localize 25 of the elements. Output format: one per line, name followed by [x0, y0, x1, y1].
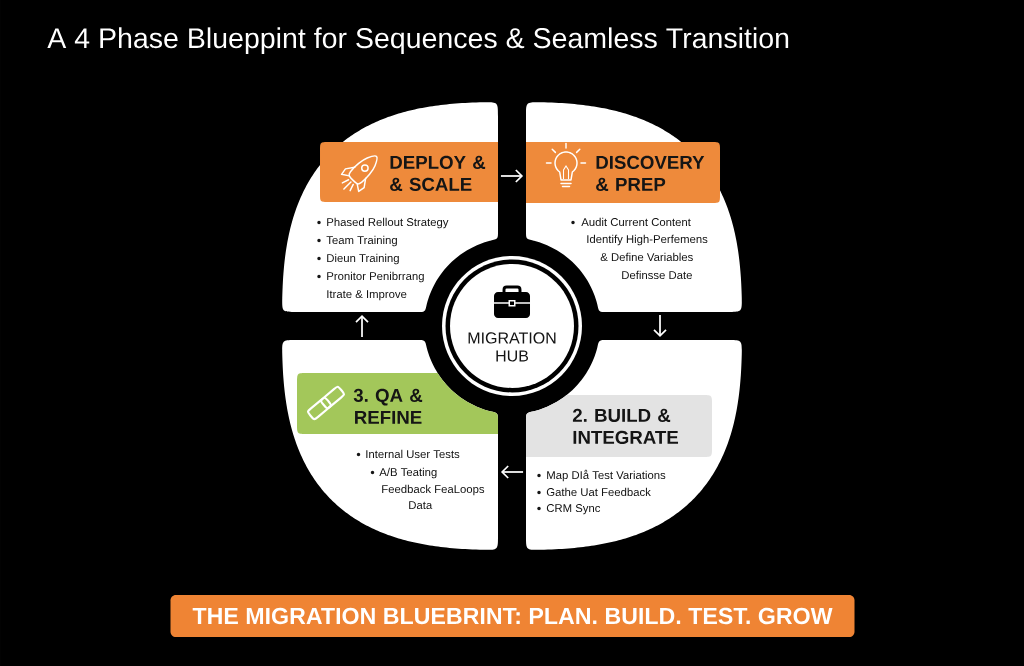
phase-header: DEPLOY & & SCALE — [320, 142, 498, 202]
list-item: Definsse Date — [622, 270, 692, 280]
list-item: Internal User Tests — [366, 449, 460, 459]
list-item: Pronitor Penibrrang — [327, 271, 424, 283]
list-item: Identify High-Perfemens — [587, 234, 708, 246]
list-item: Dieun Training — [327, 253, 399, 265]
phase-header: DISCOVERY & PREP — [526, 142, 720, 203]
arrow — [653, 314, 667, 338]
list-item: A/B Teating — [379, 467, 437, 479]
list-item: Gathe Uat Feedback — [546, 487, 651, 497]
list-item: Feedback FeaLoops — [382, 484, 485, 496]
list-item: Itrate & Improve — [327, 290, 407, 301]
banner: THE MIGRATION BLUEBRINT: PLAN. BUILD. TEST. GROW — [170, 595, 855, 637]
arrow — [500, 169, 524, 183]
list-item: CRM Sync — [546, 504, 601, 515]
list-item: Team Training — [326, 235, 397, 247]
list-item: Audit Current Content — [581, 217, 691, 227]
list-item: Data — [409, 501, 433, 510]
phase-header: 2. BUILD & INTEGRATE — [526, 395, 712, 457]
arrow — [500, 465, 524, 479]
list-item: Map DIå Test Variations — [547, 469, 666, 482]
list-item: & Define Variables — [600, 252, 693, 262]
heading: A 4 Phase Blueppint for Sequences & Seamless Transition — [47, 27, 789, 54]
list-item: Phased Rellout Strategy — [327, 217, 449, 229]
arrow — [355, 314, 369, 338]
